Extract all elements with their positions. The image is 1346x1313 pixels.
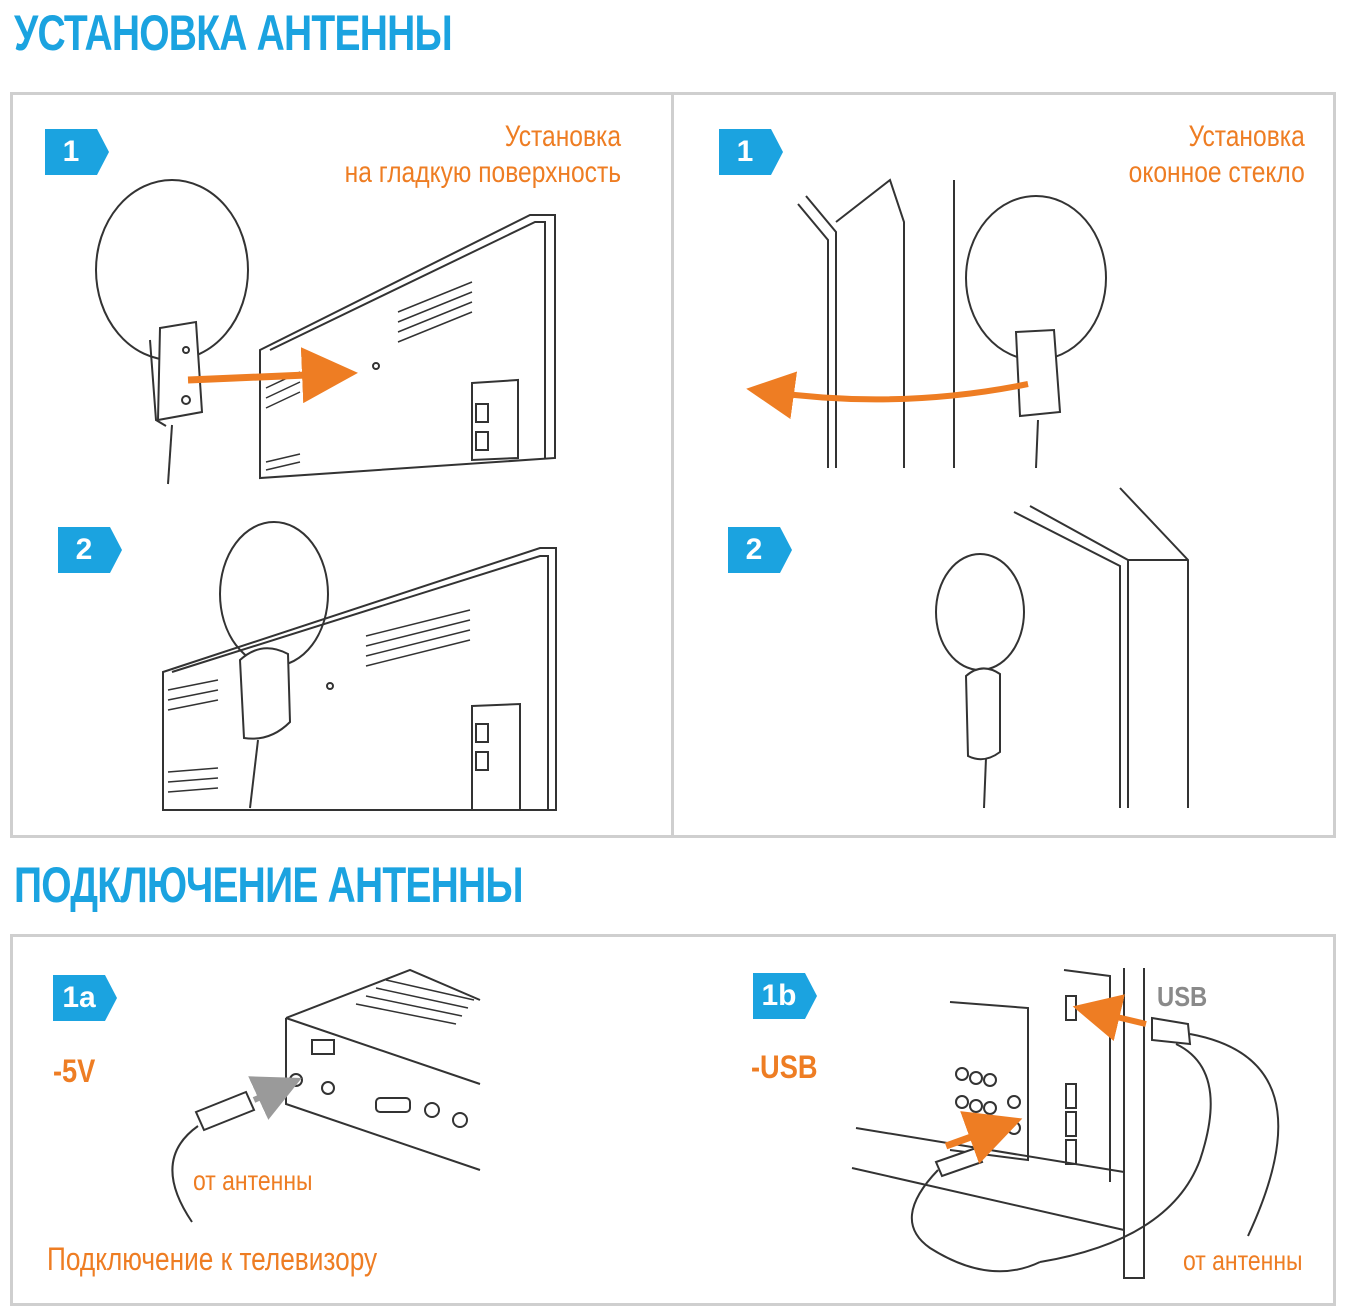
- coax-plug-illustration-1: [171, 1090, 256, 1223]
- caption-window-glass: Установка оконное стекло: [1128, 120, 1305, 189]
- usb-port-label: USB: [1157, 981, 1208, 1012]
- plug-arrow-left: [248, 1076, 302, 1120]
- step-badge-2: 2: [58, 527, 122, 573]
- step-badge-2: 2: [728, 527, 792, 573]
- connect-section-title: ПОДКЛЮЧЕНИЕ АНТЕННЫ: [14, 857, 524, 913]
- coax-arrow-right: [944, 1111, 1023, 1164]
- usb-plug-illustration: [1039, 1016, 1280, 1263]
- install-panel-smooth-surface: 1 2 Установка на гладкую поверхность: [10, 92, 674, 838]
- power-5v-label: -5V: [53, 1053, 96, 1089]
- receiver-illustration: [285, 968, 481, 1171]
- connect-to-tv-caption: Подключение к телевизору: [47, 1241, 378, 1277]
- step-badge-1: 1: [719, 129, 783, 175]
- mount-arrow-2: [746, 371, 1029, 420]
- install-panel-window-glass: 1 2 Установка оконное стекло: [671, 92, 1336, 838]
- antenna-loop-illustration-4: [935, 553, 1025, 809]
- caption-smooth-surface: Установка на гладкую поверхность: [344, 120, 621, 189]
- step-badge-1: 1: [45, 129, 109, 175]
- window-frame-illustration-2: [1013, 487, 1189, 808]
- antenna-loop-illustration-3: [965, 195, 1107, 469]
- mount-arrow-1: [187, 347, 358, 404]
- power-usb-label: -USB: [751, 1049, 818, 1085]
- from-antenna-label-left: от антенны: [193, 1165, 313, 1196]
- usb-arrow: [1072, 994, 1147, 1041]
- antenna-loop-illustration-1: [95, 179, 249, 485]
- tv-back-illustration-1: [259, 214, 556, 480]
- step-badge-1a: 1a: [53, 975, 117, 1021]
- install-section-title: УСТАНОВКА АНТЕННЫ: [14, 5, 453, 61]
- antenna-loop-illustration-2: [219, 521, 329, 809]
- from-antenna-label-right: от антенны: [1183, 1245, 1303, 1276]
- window-frame-illustration-1: [797, 178, 955, 468]
- step-badge-1b: 1b: [753, 973, 817, 1019]
- tv-back-illustration-2: [162, 547, 557, 811]
- coax-plug-illustration-2: [910, 1146, 1041, 1273]
